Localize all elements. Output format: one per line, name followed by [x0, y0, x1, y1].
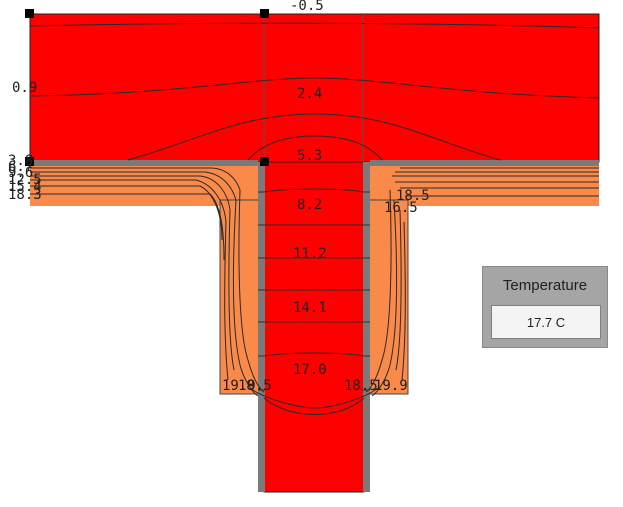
label-left-stack: 12.5 — [8, 172, 42, 188]
label-c2: 5.3 — [297, 148, 322, 164]
label-c1: 2.4 — [297, 86, 322, 102]
label-c6: 17.0 — [293, 362, 327, 378]
label-bottom-left: 19.9 — [222, 378, 256, 394]
column-ticks — [258, 191, 370, 391]
contour-lines — [29, 22, 600, 415]
label-left-top: 0.9 — [12, 80, 37, 96]
column-wall-right[interactable] — [363, 162, 370, 492]
column-wall-left[interactable] — [258, 162, 265, 492]
label-bottom-right-b: 19.9 — [374, 378, 408, 394]
temperature-title: Temperature — [502, 277, 588, 294]
separator-left — [30, 160, 258, 166]
label-top: -0.5 — [290, 0, 324, 14]
label-left-stack: 6.7 — [8, 159, 33, 175]
label-right-a: 18.5 — [396, 188, 430, 204]
label-left-stack: 18.3 — [8, 187, 42, 203]
label-bottom-left-b: 18.5 — [238, 378, 272, 394]
temperature-value: 17.7 C — [491, 305, 601, 339]
separator-right — [370, 160, 599, 166]
label-right-b: 16.5 — [384, 200, 418, 216]
central-column — [263, 161, 365, 493]
node-handle[interactable] — [260, 157, 269, 166]
label-left-stack: 15.4 — [8, 179, 42, 195]
label-left-stack: 9.6 — [8, 165, 33, 181]
node-handle[interactable] — [260, 9, 269, 18]
node-handle[interactable] — [25, 157, 34, 166]
label-bottom-right-a: 18.5 — [344, 378, 378, 394]
label-c4: 11.2 — [293, 246, 327, 262]
temperature-panel: Temperature 17.7 C — [482, 266, 608, 348]
label-left-stack: 3.8 — [8, 153, 33, 169]
node-handle[interactable] — [25, 9, 34, 18]
label-c3: 8.2 — [297, 197, 322, 213]
label-c5: 14.1 — [293, 300, 327, 316]
top-slab — [29, 13, 600, 163]
